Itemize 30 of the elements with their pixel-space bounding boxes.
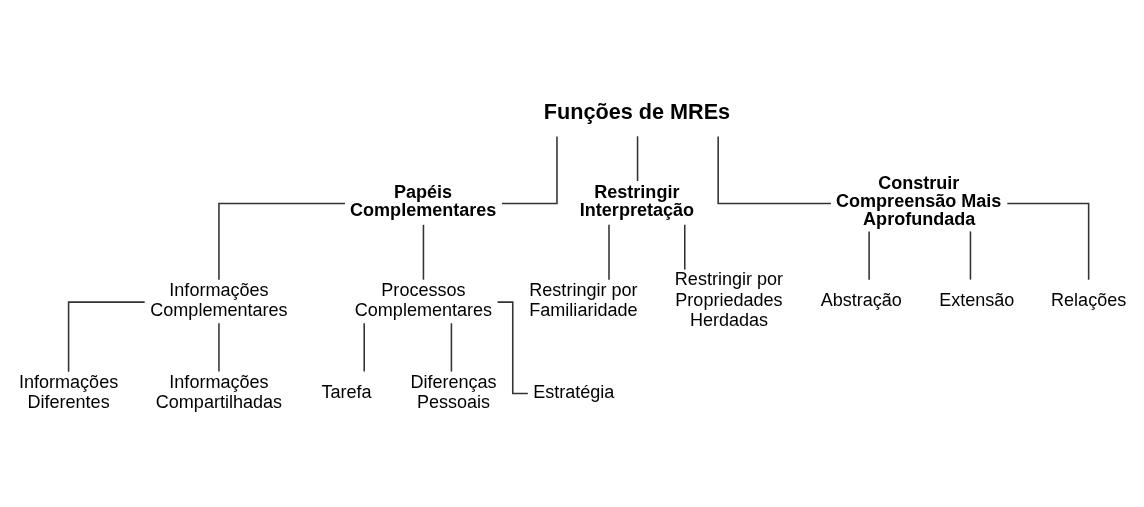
connector [684, 223, 686, 270]
node-text: Tarefa [321, 381, 372, 402]
node-text: Extensão [939, 289, 1015, 310]
node-text: Informações Diferentes [18, 371, 119, 412]
connector [608, 223, 610, 280]
node-text: Relações [1051, 289, 1127, 310]
node-text: Restringir por Familiaridade [529, 279, 638, 320]
connector [636, 135, 639, 182]
connector [1006, 202, 1090, 281]
connector [67, 300, 146, 373]
connector [363, 322, 365, 372]
node-text: Papéis Complementares [350, 181, 497, 220]
node-text: Abstração [820, 289, 902, 310]
node-text: Construir Compreensão Mais Aprofundada [836, 172, 1002, 229]
connector [501, 135, 558, 204]
node-text: Informações Complementares [150, 279, 288, 320]
node-text: Diferenças Pessoais [410, 371, 497, 412]
connector [969, 230, 972, 280]
connector [450, 322, 453, 372]
node-text: Restringir por Propriedades Herdadas [674, 268, 784, 330]
node-text: Informações Compartilhadas [155, 371, 283, 412]
connector [868, 230, 870, 280]
node-text: Funções de MREs [543, 98, 731, 124]
node-text: Estratégia [533, 381, 615, 402]
connector [218, 322, 220, 372]
connector [422, 223, 425, 280]
node-text: Restringir Interpretação [579, 181, 695, 220]
connector [717, 135, 832, 204]
node-text: Processos Complementares [354, 279, 493, 320]
connector [218, 202, 346, 281]
